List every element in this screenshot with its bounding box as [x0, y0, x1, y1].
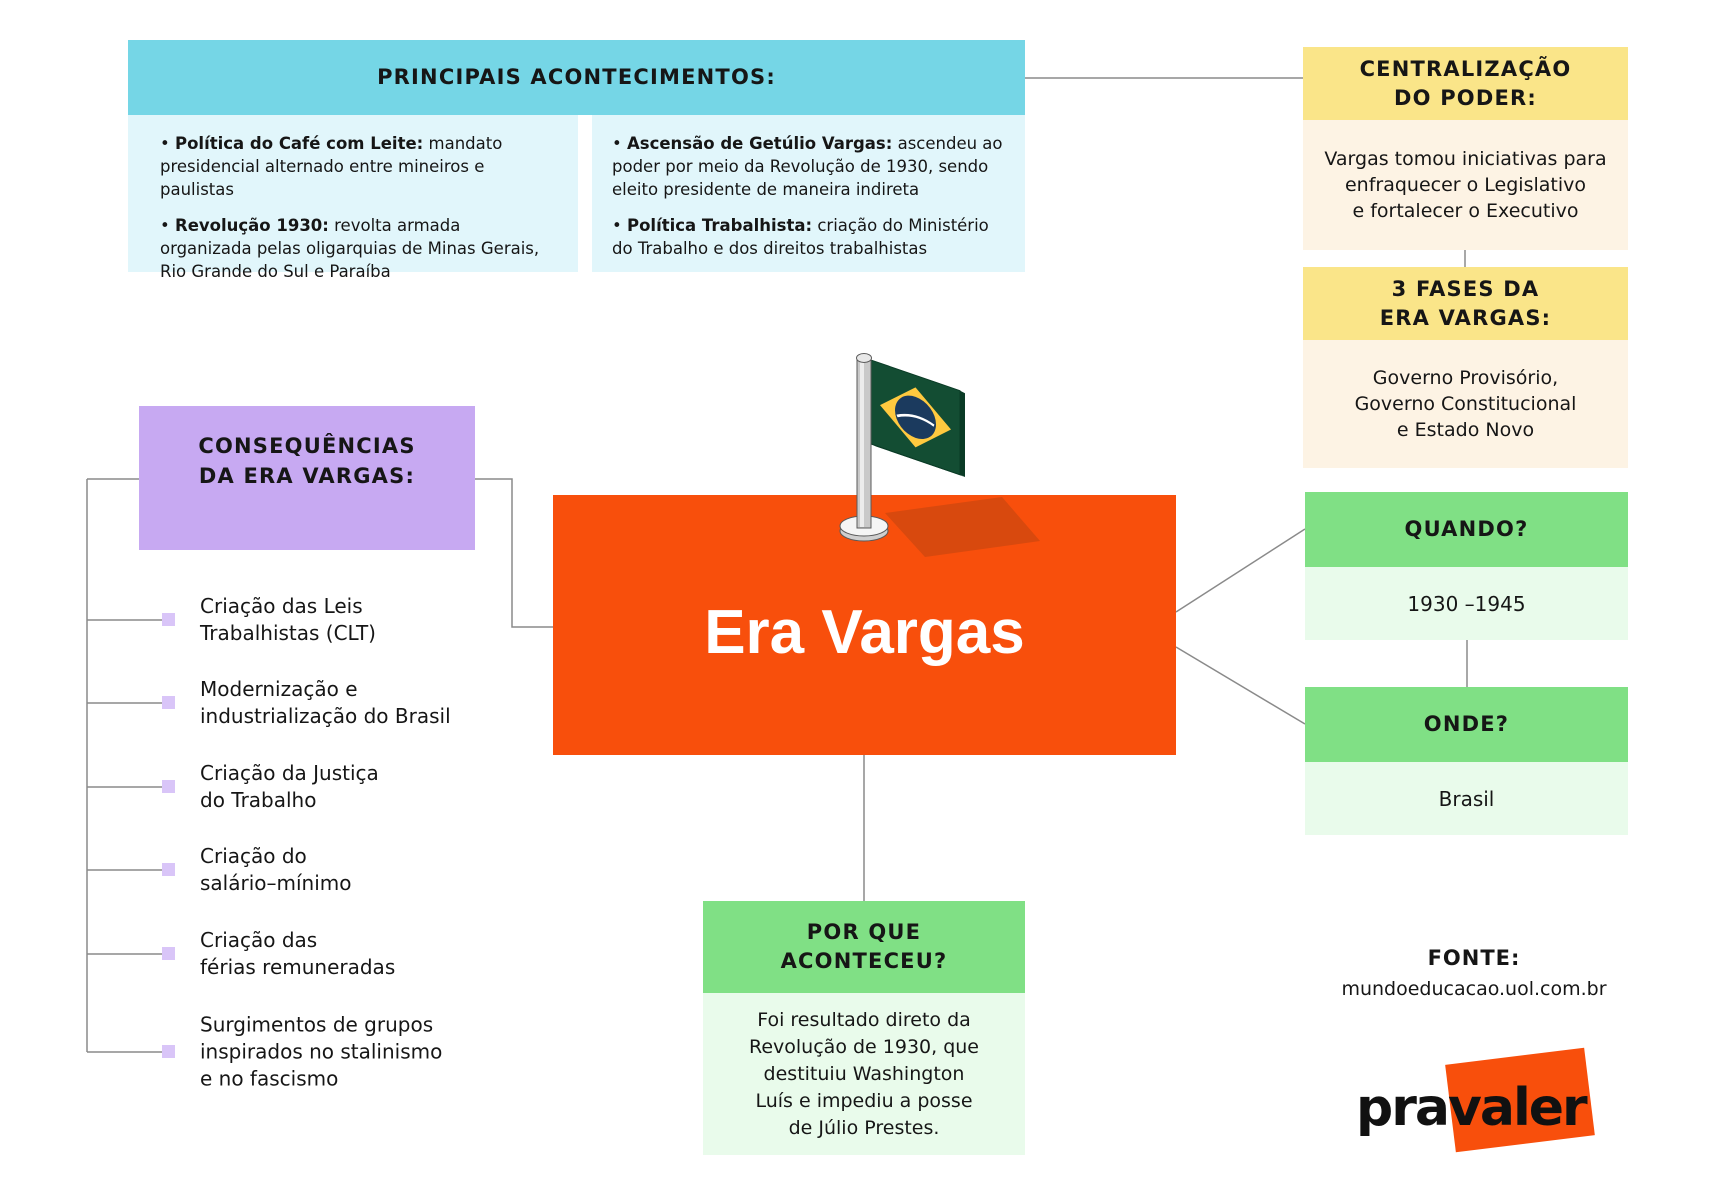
consequence-item-clt: Criação das Leis Trabalhistas (CLT) [200, 594, 376, 645]
why-body: Foi resultado direto da Revolução de 193… [703, 993, 1025, 1155]
source-url: mundoeducacao.uol.com.br [1341, 978, 1607, 1000]
event-cafe-com-leite: Política do Café com Leite: mandato pres… [160, 132, 552, 201]
consequence-item-justica: Criação da Justiça do Trabalho [200, 761, 379, 812]
phases-body: Governo Provisório, Governo Constitucion… [1303, 340, 1628, 468]
event-revolucao-1930: Revolução 1930: revolta armada organizad… [160, 214, 552, 283]
main-events-title: PRINCIPAIS ACONTECIMENTOS: [377, 65, 776, 89]
center-topic-title: Era Vargas [704, 597, 1025, 667]
centralization-body: Vargas tomou iniciativas para enfraquece… [1303, 120, 1628, 250]
connector-center-when [1175, 528, 1306, 613]
why-header: POR QUE ACONTECEU? [703, 901, 1025, 993]
main-events-column-right: Ascensão de Getúlio Vargas: ascendeu ao … [592, 115, 1025, 272]
event-politica-trabalhista: Política Trabalhista: criação do Ministé… [612, 214, 1011, 260]
where-body: Brasil [1305, 762, 1628, 835]
bullet-square-4 [162, 863, 175, 876]
when-header: QUANDO? [1305, 492, 1628, 567]
phases-title: 3 FASES DA ERA VARGAS: [1379, 276, 1552, 330]
main-events-column-left: Política do Café com Leite: mandato pres… [128, 115, 578, 281]
consequence-item-salario: Criação do salário–mínimo [200, 844, 352, 895]
phases-header: 3 FASES DA ERA VARGAS: [1303, 267, 1628, 340]
center-topic-box: Era Vargas [553, 495, 1176, 755]
bullet-square-5 [162, 947, 175, 960]
consequence-item-modernizacao: Modernização e industrialização do Brasi… [200, 677, 451, 728]
why-title: POR QUE ACONTECEU? [780, 920, 948, 973]
consequence-item-grupos: Surgimentos de grupos inspirados no stal… [200, 1012, 443, 1091]
consequences-title: CONSEQUÊNCIAS DA ERA VARGAS: [198, 434, 416, 488]
when-body: 1930 –1945 [1305, 567, 1628, 640]
event-ascensao-vargas: Ascensão de Getúlio Vargas: ascendeu ao … [612, 132, 1011, 201]
brand-logo: pravaler [1356, 1078, 1588, 1138]
bullet-square-3 [162, 780, 175, 793]
bullet-square-2 [162, 696, 175, 709]
centralization-title: CENTRALIZAÇÃO DO PODER: [1359, 56, 1572, 110]
where-title: ONDE? [1423, 712, 1510, 736]
main-events-header: PRINCIPAIS ACONTECIMENTOS: [128, 40, 1025, 115]
connector-center-where [1175, 646, 1306, 725]
consequences-header: CONSEQUÊNCIAS DA ERA VARGAS: [139, 406, 475, 550]
source-label: FONTE: [1427, 946, 1521, 970]
connector-consequences-center [475, 478, 553, 628]
when-title: QUANDO? [1404, 517, 1529, 541]
where-header: ONDE? [1305, 687, 1628, 762]
bullet-square-6 [162, 1045, 175, 1058]
consequence-item-ferias: Criação das férias remuneradas [200, 928, 396, 979]
source-block: FONTE: mundoeducacao.uol.com.br [1318, 946, 1630, 1000]
bullet-square-1 [162, 613, 175, 626]
centralization-header: CENTRALIZAÇÃO DO PODER: [1303, 47, 1628, 120]
